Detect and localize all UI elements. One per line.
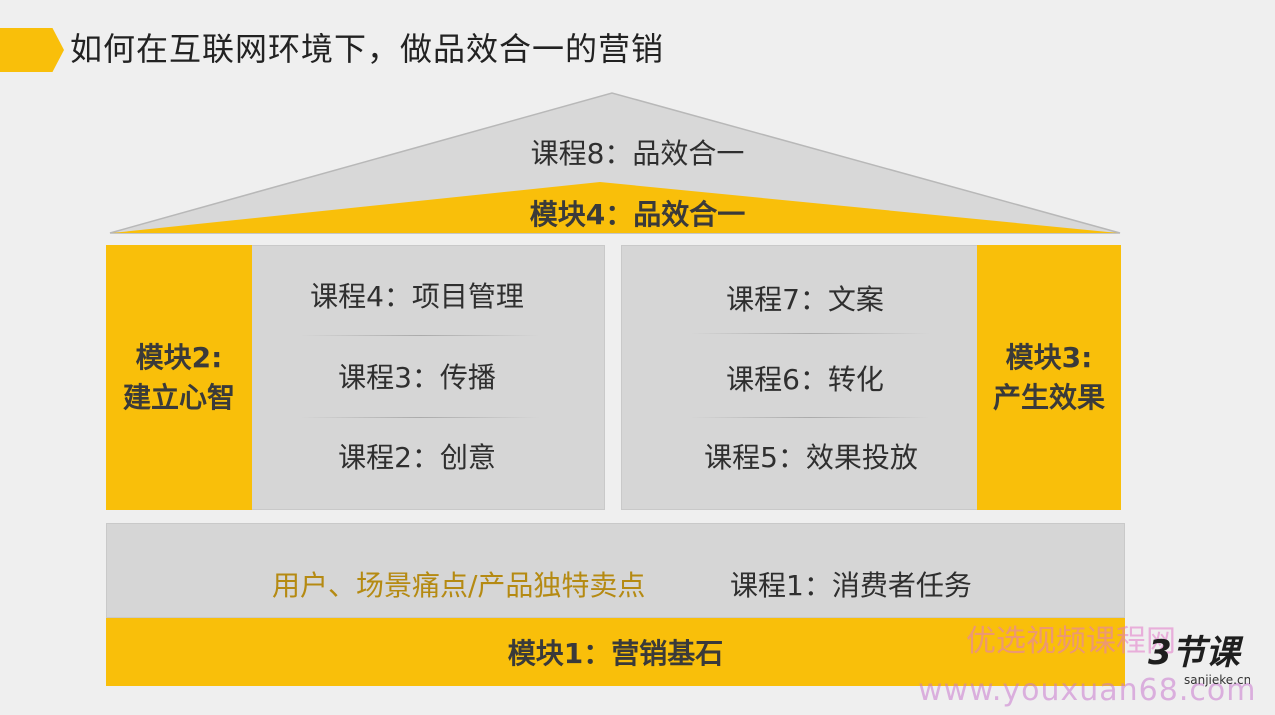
course-5-label: 课程5：效果投放 [704, 441, 918, 474]
watermark-text: 优选视频课程网 [966, 624, 1176, 659]
page-title: 如何在互联网环境下，做品效合一的营销 [70, 30, 665, 68]
left-separator-1 [300, 335, 540, 336]
module-2-box: 模块2: 建立心智 [106, 245, 252, 510]
course-4-label: 课程4：项目管理 [310, 280, 524, 313]
module-2-line1: 模块2: [135, 340, 223, 374]
right-separator-1 [690, 333, 930, 334]
module-1-label: 模块1：营销基石 [507, 637, 724, 670]
watermark-url: www.youxuan68.com [918, 673, 1257, 708]
course-7-label: 课程7：文案 [726, 283, 884, 316]
logo-sub-text: sanjieke.cn [1184, 673, 1250, 687]
title-accent-tag [0, 28, 64, 72]
module-3-line2: 产生效果 [992, 380, 1105, 414]
base-user-scenario-text: 用户、场景痛点/产品独特卖点 [272, 569, 646, 602]
base-panel [106, 523, 1125, 618]
module-1-box: 模块1：营销基石 [106, 618, 1125, 686]
roof-module-label: 模块4：品效合一 [529, 198, 746, 231]
sanjieke-logo: 3节课 sanjieke.cn [1148, 633, 1250, 687]
right-separator-2 [690, 417, 930, 418]
course-2-label: 课程2：创意 [338, 441, 496, 474]
course-1-label: 课程1：消费者任务 [730, 569, 972, 602]
logo-main-text: 3节课 [1148, 633, 1244, 673]
roof-course-label: 课程8：品效合一 [530, 137, 745, 170]
roof-yellow-band [112, 182, 1118, 233]
module-2-line2: 建立心智 [122, 380, 235, 414]
course-6-label: 课程6：转化 [726, 363, 884, 396]
course-3-label: 课程3：传播 [338, 361, 496, 394]
module-3-line1: 模块3: [1005, 340, 1093, 374]
module-3-box: 模块3: 产生效果 [977, 245, 1121, 510]
left-separator-2 [300, 417, 540, 418]
